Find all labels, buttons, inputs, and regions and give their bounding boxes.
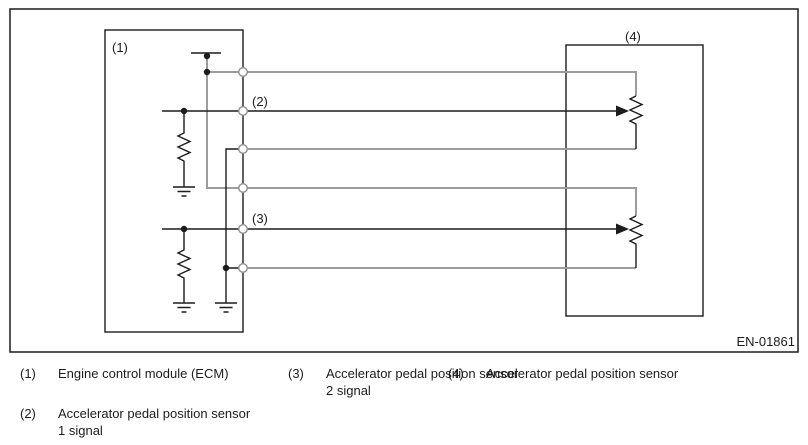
junction-dot <box>222 264 230 272</box>
potentiometer-resistor-icon <box>628 215 644 268</box>
callout-signal2: (3) <box>252 211 268 226</box>
connector-pin-icon <box>237 182 248 193</box>
ground-icon <box>173 186 195 197</box>
supply-wire-sensor1 <box>207 71 637 96</box>
gray-wires <box>206 54 637 269</box>
wiring-diagram: (1) (2) (3) (4) EN-01861 <box>9 8 799 353</box>
figure-border <box>9 8 799 353</box>
ground-icon <box>215 302 237 313</box>
wiper-arrow-icon <box>616 223 629 235</box>
legend-text: Accelerator pedal position sensor <box>486 366 679 381</box>
legend-text-line: Accelerator pedal position sensor <box>326 366 519 381</box>
legend-text: Accelerator pedal position sensor 1 sign… <box>58 405 250 439</box>
connector-pin-icon <box>237 105 248 116</box>
ecm-connector-pins <box>237 66 248 274</box>
connector-pin-icon <box>237 143 248 154</box>
legend-number: (3) <box>288 366 304 381</box>
wiper-arrow-icon <box>616 105 629 117</box>
junctions-and-arrows <box>180 52 629 272</box>
legend-item-1: (1) Engine control module (ECM) <box>20 365 229 382</box>
junction-dot <box>180 225 188 233</box>
callout-ecm: (1) <box>112 40 128 55</box>
ecm-box <box>104 29 244 333</box>
junction-dot <box>180 107 188 115</box>
legend-number: (1) <box>20 366 36 381</box>
legend-item-4: (4) Accelerator pedal position sensor <box>448 365 678 382</box>
callout-sensor: (4) <box>625 29 641 44</box>
legend-item-3: (3) Accelerator pedal position sensor 2 … <box>288 365 518 399</box>
potentiometer-resistor-icon <box>628 95 644 149</box>
callout-signal1: (2) <box>252 94 268 109</box>
connector-pin-icon <box>237 263 248 274</box>
junction-dot <box>203 52 211 60</box>
legend-text: Engine control module (ECM) <box>58 366 229 381</box>
connector-pin-icon <box>237 66 248 77</box>
supply-wire-sensor2 <box>206 54 637 216</box>
legend-number: (4) <box>448 366 464 381</box>
legend-number: (2) <box>20 406 36 421</box>
sensor-box <box>565 44 704 317</box>
legend-text-line: 1 signal <box>58 423 103 438</box>
black-wires <box>162 52 644 313</box>
ground-icon <box>173 302 195 313</box>
figure-code: EN-01861 <box>736 334 795 349</box>
legend-text-line: Accelerator pedal position sensor <box>58 406 251 421</box>
legend-text: Accelerator pedal position sensor 2 sign… <box>326 365 518 399</box>
connector-pin-icon <box>237 223 248 234</box>
legend-text-line: 2 signal <box>326 383 371 398</box>
resistor-icon <box>176 229 192 303</box>
resistor-icon <box>176 111 192 187</box>
legend-item-2: (2) Accelerator pedal position sensor 1 … <box>20 405 250 439</box>
junction-dot <box>203 68 211 76</box>
